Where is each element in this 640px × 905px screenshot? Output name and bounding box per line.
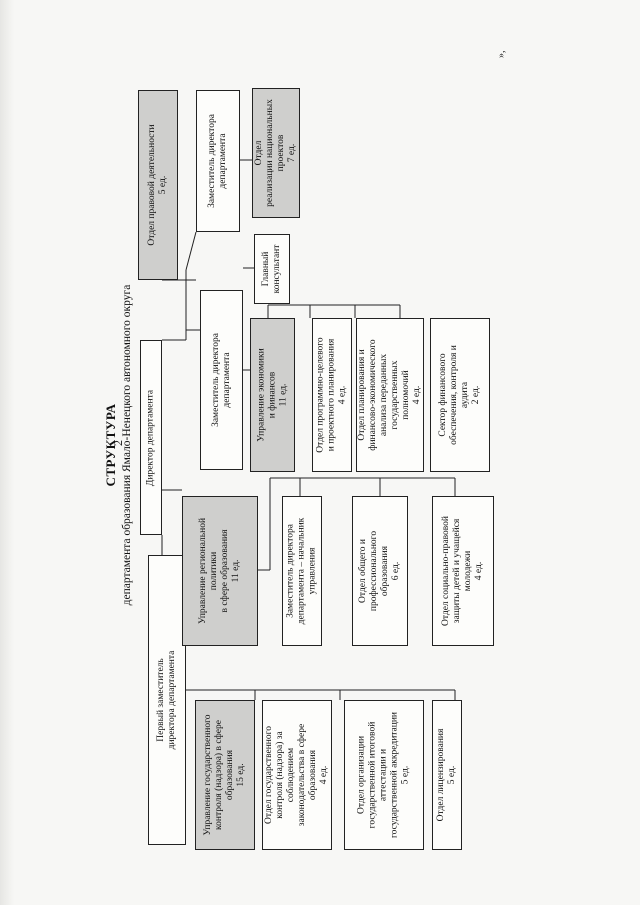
licensing-label: Отдел лицензирования 5 ед.: [436, 728, 457, 822]
prog-target-label: Отдел программно-целевого и проектного п…: [315, 337, 348, 453]
state-control-dept-label: Отдел государственного контроля (надзора…: [264, 723, 329, 827]
licensing-box: Отдел лицензирования 5 ед.: [432, 700, 462, 850]
director-box: Директор департамента: [140, 340, 162, 535]
econ-mgmt-label: Управление экономики и финансов 11 ед.: [256, 348, 288, 442]
state-control-dept-box: Отдел государственного контроля (надзора…: [262, 700, 332, 850]
attestation-box: Отдел организации государственной итогов…: [344, 700, 424, 850]
state-control-mgmt-label: Управление государственного контроля (на…: [203, 714, 246, 836]
fin-sector-box: Сектор финансового обеспечения, контроля…: [430, 318, 490, 472]
planning-box: Отдел планирования и финансово-экономиче…: [356, 318, 424, 472]
regional-mgmt-label: Управление региональной политики в сфере…: [198, 517, 241, 625]
social-legal-label: Отдел социально-правовой защиты детей и …: [441, 515, 484, 627]
scan-margin: [0, 0, 14, 905]
chief-consultant-box: Главный консультант: [254, 234, 290, 304]
planning-label: Отдел планирования и финансово-экономиче…: [357, 339, 422, 451]
econ-mgmt-box: Управление экономики и финансов 11 ед.: [250, 318, 295, 472]
director-label: Директор департамента: [145, 389, 156, 486]
legal-dept-box: Отдел правовой деятельности 5 ед.: [138, 90, 178, 280]
fin-sector-label: Сектор финансового обеспечения, контроля…: [438, 345, 481, 445]
deputy-econ-box: Заместитель директора департамента: [200, 290, 243, 470]
first-deputy-label: Первый заместитель директора департамент…: [156, 650, 177, 750]
natl-projects-box: Отдел реализации национальных проектов 7…: [252, 88, 300, 218]
legal-dept-label: Отдел правовой деятельности 5 ед.: [147, 124, 168, 246]
state-control-mgmt-box: Управление государственного контроля (на…: [195, 700, 255, 850]
social-legal-box: Отдел социально-правовой защиты детей и …: [432, 496, 494, 646]
prog-target-box: Отдел программно-целевого и проектного п…: [312, 318, 352, 472]
deputy-top-box: Заместитель директора департамента: [196, 90, 240, 232]
deputy-head-label: Заместитель директора департамента – нач…: [285, 517, 318, 625]
regional-mgmt-box: Управление региональной политики в сфере…: [182, 496, 258, 646]
deputy-top-label: Заместитель директора департамента: [207, 114, 228, 208]
natl-projects-label: Отдел реализации национальных проектов 7…: [254, 99, 297, 207]
general-edu-label: Отдел общего и профессионального образов…: [358, 530, 401, 612]
general-edu-box: Отдел общего и профессионального образов…: [352, 496, 408, 646]
deputy-econ-label: Заместитель директора департамента: [210, 333, 232, 427]
attestation-label: Отдел организации государственной итогов…: [356, 711, 411, 839]
first-deputy-box: Первый заместитель директора департамент…: [148, 555, 186, 845]
deputy-head-box: Заместитель директора департамента – нач…: [282, 496, 322, 646]
chief-consultant-label: Главный консультант: [261, 244, 282, 294]
